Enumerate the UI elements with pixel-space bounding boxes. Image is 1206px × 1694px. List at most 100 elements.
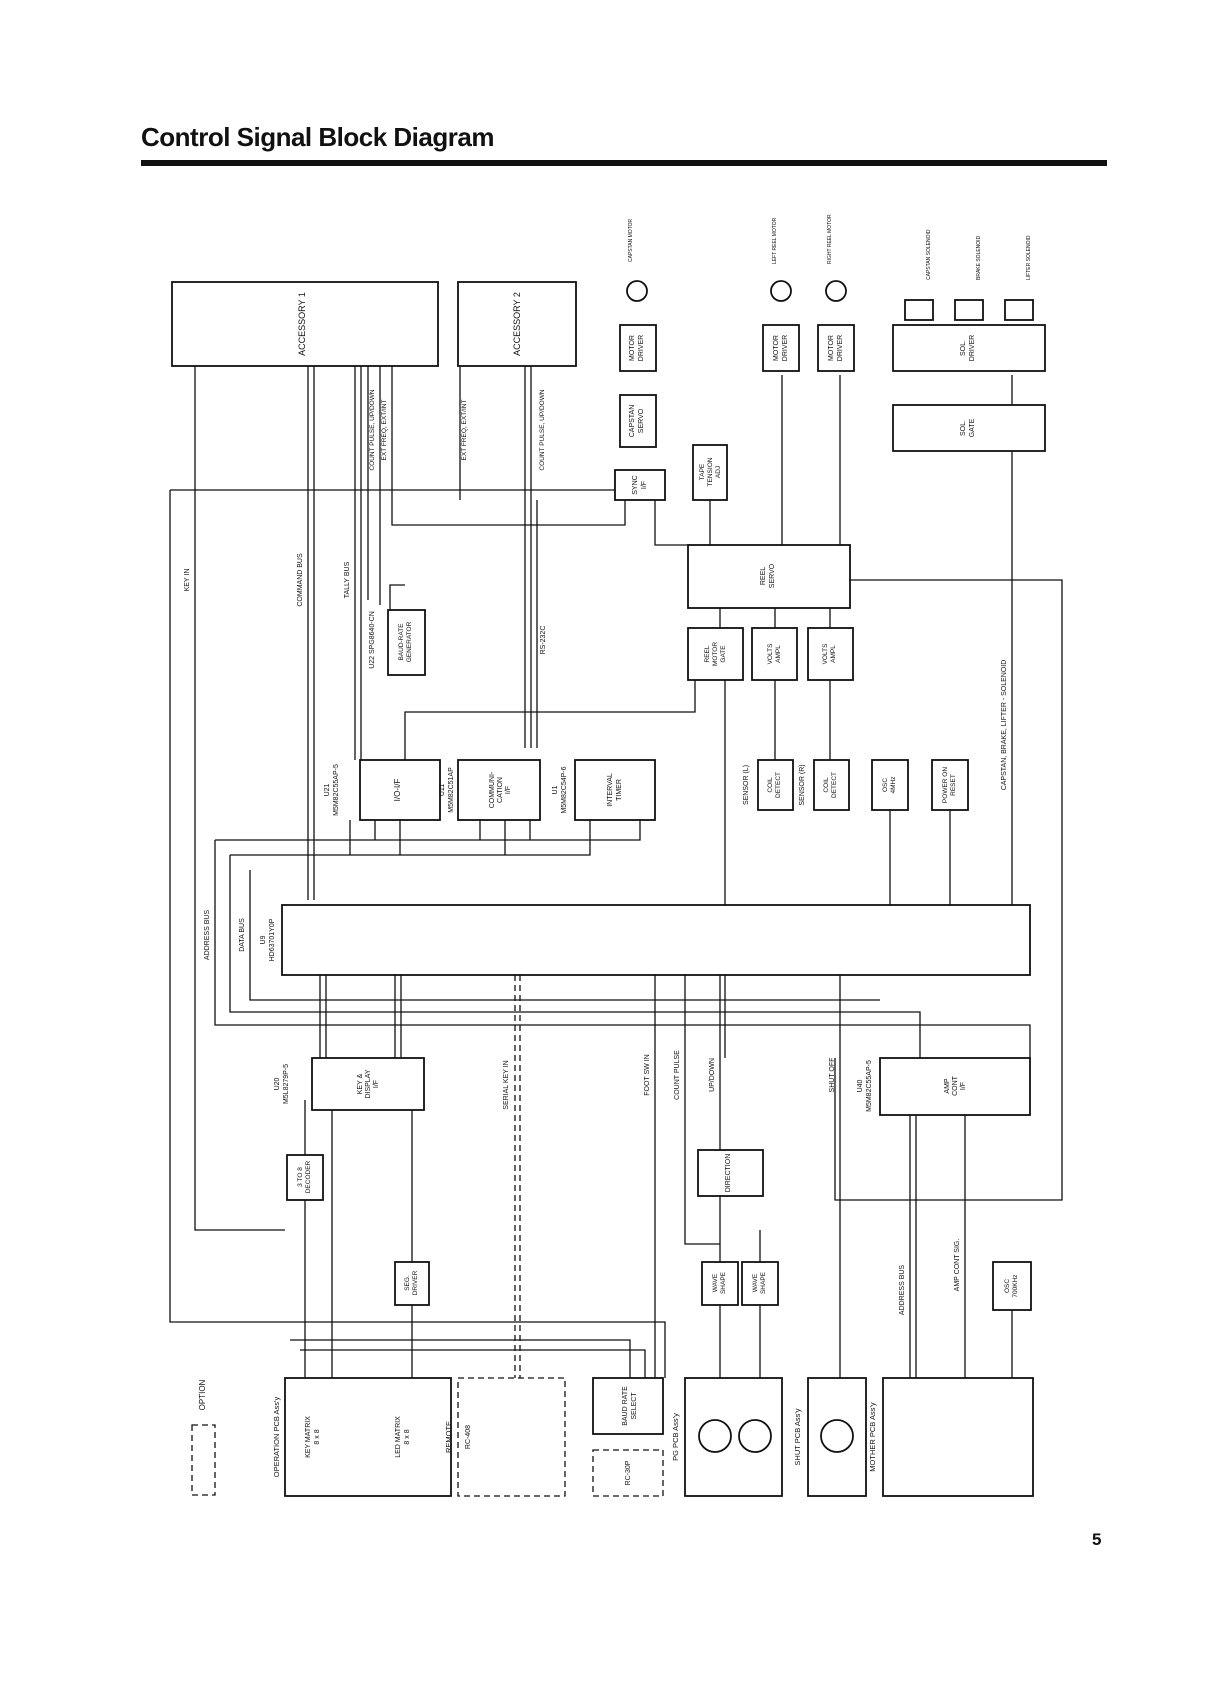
key-display-if-block bbox=[311, 1057, 425, 1111]
rs232c-label: RS-232C bbox=[540, 626, 547, 655]
rc408-label: RC-408 bbox=[465, 1425, 472, 1449]
direction-label: DIRECTION bbox=[725, 1154, 732, 1193]
accessory-1-label: ACCESSORY 1 bbox=[297, 292, 307, 356]
wave-shape-1-label: WAVESHAPE bbox=[712, 1271, 727, 1294]
comm-if-block bbox=[457, 759, 541, 821]
volts-ampl-2-block bbox=[807, 627, 854, 681]
seg-driver-label: SEG.DRIVER bbox=[404, 1270, 419, 1295]
amp-cont-sig-label: AMP CONT SIG. bbox=[954, 1239, 961, 1292]
amp-cont-if-label: AMPCONTI/F bbox=[944, 1075, 967, 1096]
power-on-reset-label: POWER ONRESET bbox=[942, 767, 957, 803]
data-bus-label: DATA BUS bbox=[239, 918, 246, 952]
tape-tension-label: TAPETENSIONADJ bbox=[699, 457, 722, 486]
title-rule bbox=[141, 160, 1107, 166]
coil-detect-l-label: COILDETECT bbox=[767, 772, 782, 798]
lifter-solenoid-icon bbox=[1004, 299, 1034, 321]
sol-gate-block bbox=[892, 404, 1046, 452]
sol-driver-label: SOL.DRIVER bbox=[960, 335, 976, 361]
reel-servo-block bbox=[687, 544, 851, 609]
pg-sensor-2-icon bbox=[738, 1419, 772, 1453]
motor-driver-right-block bbox=[817, 324, 855, 372]
page-title: Control Signal Block Diagram bbox=[141, 122, 494, 152]
right-reel-motor-icon bbox=[825, 280, 847, 302]
lifter-solenoid-label: LIFTER SOLENOID bbox=[1026, 235, 1032, 280]
wires bbox=[169, 365, 1063, 1378]
coil-detect-r-block bbox=[813, 759, 850, 811]
osc-700khz-block bbox=[992, 1261, 1032, 1311]
address-bus-1-label: ADDRESS BUS bbox=[204, 910, 211, 961]
shut-pcb-label: SHUT PCB Ass'y bbox=[793, 1408, 802, 1465]
sol-gate-label: SOL.GATE bbox=[960, 418, 976, 437]
foot-sw-in-label: FOOT SW IN bbox=[644, 1054, 651, 1095]
capstan-servo-block bbox=[619, 394, 657, 448]
option-label: OPTION bbox=[198, 1379, 207, 1410]
osc-4mhz-block bbox=[871, 759, 909, 811]
left-reel-motor-icon bbox=[770, 280, 792, 302]
ext-freq-2-label: EXT FREQ, EXT/INT bbox=[461, 400, 468, 461]
capstan-solenoid-label: CAPSTAN SOLENOID bbox=[926, 229, 932, 280]
page-number: 5 bbox=[1092, 1530, 1102, 1549]
serial-key-in-label: SERIAL KEY IN bbox=[503, 1060, 510, 1109]
pg-sensor-1-icon bbox=[698, 1419, 732, 1453]
address-bus-2-label: ADDRESS BUS bbox=[899, 1265, 906, 1316]
shut-sensor-icon bbox=[820, 1419, 854, 1453]
wave-shape-1-block bbox=[701, 1261, 739, 1306]
capstan-solenoid-icon bbox=[904, 299, 934, 321]
volts-ampl-1-block bbox=[751, 627, 798, 681]
reel-motor-gate-label: REELMOTORGATE bbox=[704, 642, 727, 666]
seg-driver-block bbox=[394, 1261, 430, 1306]
count-pulse-1-label: COUNT PULSE, UP/DOWN bbox=[369, 389, 376, 470]
sync-if-block bbox=[614, 469, 666, 501]
motor-driver-capstan-block bbox=[619, 324, 657, 372]
left-reel-motor-label: LEFT REEL MOTOR bbox=[772, 217, 778, 264]
accessory-2-block bbox=[457, 281, 577, 367]
pg-pcb-label: PG PCB Ass'y bbox=[671, 1413, 680, 1461]
volts-ampl-1-label: VOLTSAMPL bbox=[767, 643, 782, 664]
key-display-if-label: KEY &DISPLAYI/F bbox=[357, 1069, 380, 1098]
decoder-block bbox=[286, 1154, 324, 1201]
blocks: ACCESSORY 1 ACCESSORY 2 CAPSTAN MOTOR LE… bbox=[171, 214, 1046, 1497]
mother-pcb-block bbox=[882, 1377, 1034, 1497]
osc-700khz-label: OSC700KHz bbox=[1004, 1274, 1019, 1297]
key-in-label: KEY IN bbox=[184, 569, 191, 592]
mother-pcb-label: MOTHER PCB Ass'y bbox=[868, 1402, 877, 1472]
count-pulse-label: COUNT PULSE bbox=[674, 1050, 681, 1100]
tally-bus-label: TALLY BUS bbox=[344, 561, 351, 598]
capstan-motor-label: CAPSTAN MOTOR bbox=[628, 218, 634, 262]
tape-tension-block bbox=[692, 444, 728, 501]
signal-labels: KEY IN COMMAND BUS TALLY BUS COUNT PULSE… bbox=[184, 389, 1008, 1315]
operation-pcb-label: OPERATION PCB Ass'y bbox=[272, 1397, 281, 1478]
interval-timer-block bbox=[574, 759, 656, 821]
right-reel-motor-label: RIGHT REEL MOTOR bbox=[827, 214, 833, 264]
reel-motor-gate-block bbox=[687, 627, 744, 681]
u22-label: U22 SPG8640-CN bbox=[369, 611, 376, 669]
coil-detect-r-label: COILDETECT bbox=[823, 772, 838, 798]
rc30p-label: RC-30P bbox=[625, 1460, 632, 1485]
motor-driver-left-block bbox=[762, 324, 800, 372]
capstan-brake-lifter-label: CAPSTAN, BRAKE, LIFTER - SOLENOID bbox=[1001, 660, 1008, 791]
command-bus-label: COMMAND BUS bbox=[297, 553, 304, 607]
direction-block bbox=[697, 1149, 764, 1197]
accessory-1-block bbox=[171, 281, 439, 367]
baud-rate-gen-label: BAUD-RATEGENERATOR bbox=[398, 621, 413, 662]
io-if-label: I/O-I/F bbox=[393, 779, 402, 802]
rc30p-block bbox=[592, 1449, 664, 1497]
accessory-2-label: ACCESSORY 2 bbox=[512, 292, 522, 356]
amp-cont-if-block bbox=[879, 1057, 1031, 1116]
volts-ampl-2-label: VOLTSAMPL bbox=[822, 643, 837, 664]
power-on-reset-block bbox=[931, 759, 969, 811]
sensor-r-label: SENSOR (R) bbox=[799, 764, 806, 805]
